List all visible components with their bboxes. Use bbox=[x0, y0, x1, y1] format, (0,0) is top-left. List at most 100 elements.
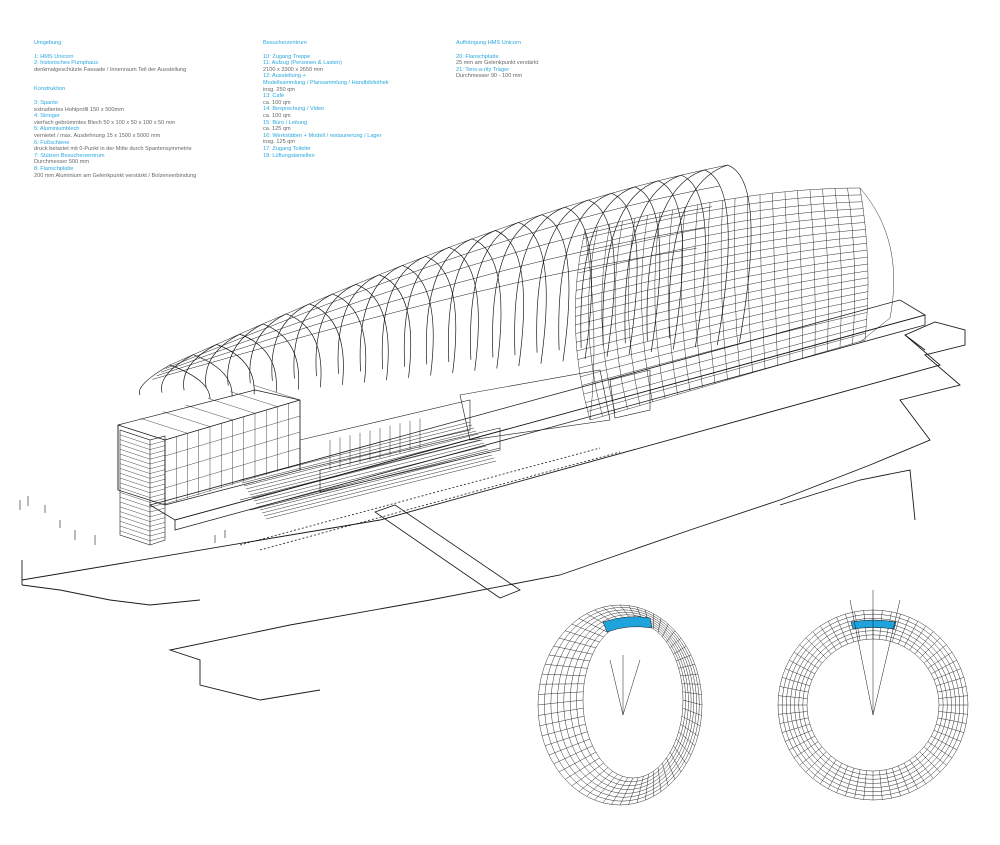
seating-step bbox=[245, 430, 477, 490]
hull-panel-row bbox=[581, 201, 863, 248]
ring-segment bbox=[636, 776, 644, 803]
hull-stringer bbox=[169, 164, 728, 366]
ring-segment bbox=[782, 677, 810, 687]
hull-panel-row bbox=[576, 229, 866, 283]
legend-heading-konstruktion: Konstruktion bbox=[34, 86, 66, 93]
ring-segment bbox=[602, 776, 623, 803]
ring-segment bbox=[678, 731, 696, 746]
ring-segment bbox=[927, 741, 953, 758]
hull-stern-outline bbox=[859, 187, 894, 343]
hull-panel-seam bbox=[654, 212, 666, 399]
legend-item: 25 mm am Gelenkpunkt verstärkt bbox=[456, 60, 539, 67]
hull-panel-row bbox=[580, 305, 868, 378]
ring-segment bbox=[578, 618, 609, 633]
legend-item: 16: Werkstätten + Modell / restaurierung… bbox=[263, 132, 382, 139]
ring-segment bbox=[805, 751, 827, 773]
hull-panel-row bbox=[576, 284, 869, 352]
ring-segment bbox=[673, 646, 687, 655]
ring-segment bbox=[931, 735, 957, 750]
legend-item: 2100 x 3300 x 2650 mm bbox=[263, 66, 324, 73]
ring-segment bbox=[919, 751, 941, 773]
tower-step bbox=[119, 521, 166, 532]
ring-segment bbox=[558, 752, 596, 773]
glass-transom bbox=[164, 431, 301, 473]
glass-transom bbox=[164, 415, 301, 457]
legend-item: 21: Tens-a-rity Träger bbox=[456, 66, 510, 73]
ring-segment bbox=[933, 668, 961, 680]
ring-segment bbox=[545, 664, 588, 669]
ring-segment bbox=[586, 771, 613, 797]
legend-item: vierfach gebrümmtes Blech 50 x 100 x 50 … bbox=[34, 119, 176, 126]
legend-heading-aufhaengung: Aufhängung HMS Unicorn bbox=[456, 40, 521, 46]
ring-segment bbox=[937, 717, 967, 724]
ring-layer bbox=[557, 612, 695, 794]
legend-item: 18: Lüftungslamellen bbox=[263, 152, 315, 159]
ring-segment bbox=[553, 745, 593, 765]
seating-step bbox=[241, 424, 473, 484]
hull-rib bbox=[492, 214, 570, 362]
legend-item: 13: Café bbox=[263, 93, 285, 100]
ring-segment bbox=[909, 625, 926, 651]
ring-segment bbox=[670, 752, 682, 773]
ring-segment bbox=[793, 652, 819, 669]
legend-item: 10: Zugang Treppe bbox=[263, 53, 311, 60]
legend-item: 6: Fußschiene bbox=[34, 139, 70, 146]
hull-rib bbox=[514, 206, 592, 360]
hull-panel-row bbox=[581, 312, 868, 386]
legend-item: ca. 100 qm bbox=[263, 99, 291, 106]
legend-item: 200 mm Aluminium am Gelenkpunkt verstärk… bbox=[34, 172, 197, 179]
ring-segment bbox=[662, 624, 669, 637]
ring-segment bbox=[673, 745, 687, 764]
legend-item: 17: Zugang Toilette bbox=[263, 145, 311, 152]
seating-step bbox=[259, 451, 491, 511]
ring-segment bbox=[778, 695, 808, 699]
seating-step bbox=[261, 454, 493, 514]
ring-segment bbox=[799, 746, 823, 766]
tower-step bbox=[119, 525, 166, 537]
legend-item: insg. 250 qm bbox=[263, 86, 296, 93]
hull-stringers bbox=[152, 164, 728, 380]
ring-segment bbox=[898, 765, 910, 793]
hull-panel-row bbox=[587, 332, 866, 412]
hull-rib bbox=[646, 169, 729, 345]
glass-transom bbox=[164, 447, 301, 489]
ring-layer bbox=[550, 609, 697, 798]
seating-step bbox=[257, 448, 489, 508]
legend-item: 4: Stringer bbox=[34, 113, 60, 120]
ring-segment bbox=[553, 645, 593, 655]
ring-segment bbox=[923, 746, 947, 766]
ring-segment bbox=[812, 755, 832, 779]
legend-item: insg. 125 qm bbox=[263, 139, 296, 146]
roof-beam bbox=[117, 424, 166, 441]
ring-segment bbox=[657, 618, 662, 633]
ring-segment bbox=[938, 695, 968, 699]
hull-panel-row bbox=[578, 298, 868, 369]
roof-beam bbox=[185, 404, 233, 421]
tower-step bbox=[119, 487, 166, 498]
ring-segment bbox=[571, 623, 604, 638]
ring-segment bbox=[779, 686, 809, 693]
hull-panel-row bbox=[583, 194, 862, 239]
tower-step bbox=[119, 497, 166, 508]
legend-item: vernietet / max. Ausdehnung 15 x 1500 x … bbox=[34, 132, 161, 139]
legend-item: druck belastet mit 0-Punkt in der Mitte … bbox=[34, 146, 192, 153]
tower-step bbox=[119, 463, 166, 474]
hull-panel-row bbox=[575, 256, 868, 317]
ring-segment bbox=[682, 699, 703, 706]
legend-item: 14: Besprechung / Video bbox=[263, 106, 325, 113]
seating-step bbox=[253, 442, 485, 502]
hull-panel-seam bbox=[574, 229, 591, 421]
hull-stringer bbox=[152, 248, 697, 380]
ring-segment bbox=[645, 774, 649, 801]
entrance-bollards bbox=[19, 496, 226, 545]
seating-step bbox=[255, 445, 487, 505]
ring-segment bbox=[559, 637, 596, 649]
ring-segment bbox=[879, 770, 883, 800]
ring-segment bbox=[914, 755, 934, 779]
hull-panel-row bbox=[583, 319, 867, 395]
